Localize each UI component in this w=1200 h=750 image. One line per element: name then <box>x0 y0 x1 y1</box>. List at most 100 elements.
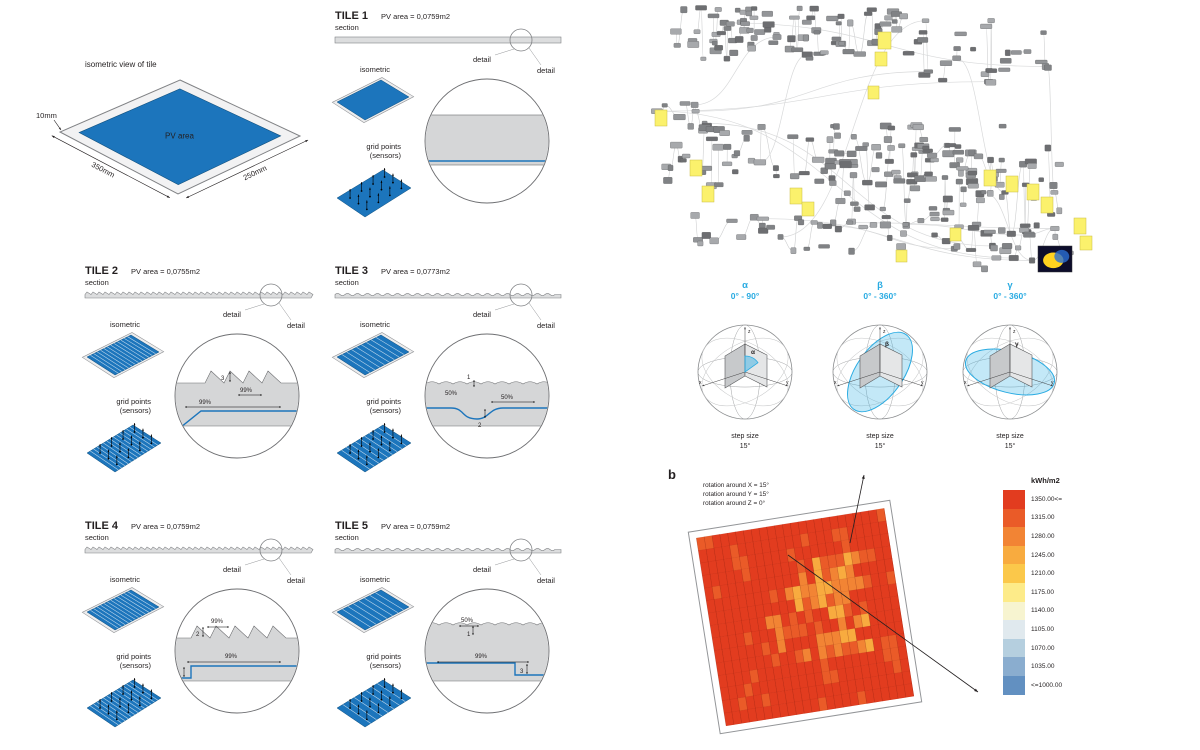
tile-grid-points-label: grid points(sensors) <box>335 142 401 160</box>
legend-row: 1210.00 <box>1003 564 1062 583</box>
step-size-value: 15° <box>1004 443 1016 450</box>
rotation-x-text: rotation around X = 15° <box>703 482 769 489</box>
tile-4-graphic: 99%299%3 <box>81 538 314 728</box>
legend-row: 1280.00 <box>1003 527 1062 546</box>
grid-points-line1: grid points <box>366 652 401 661</box>
tile-detail-label: detail <box>473 310 491 319</box>
tile-isometric-label: isometric <box>110 320 141 329</box>
svg-text:10mm: 10mm <box>36 111 57 120</box>
sphere-symbol: β <box>877 280 883 291</box>
sphere-range: 0° - 360° <box>863 291 897 301</box>
sphere-symbol: α <box>742 280 748 291</box>
grid-points-line1: grid points <box>366 397 401 406</box>
sphere-range: 0° - 360° <box>993 291 1027 301</box>
tile-pv-area: PV area = 0,0759m2 <box>381 12 451 21</box>
radiation-legend: kWh/m2 1350.00<= 1315.00 1280.00 1245.00 121… <box>1003 476 1062 695</box>
tile-detail-label: detail <box>473 55 491 64</box>
svg-text:z: z <box>1013 329 1016 335</box>
step-size-label: step size <box>866 433 894 440</box>
legend-label: 1245.00 <box>1031 551 1055 559</box>
legend-title: kWh/m2 <box>1031 476 1060 485</box>
legend-label: 1105.00 <box>1031 625 1055 633</box>
tile-detail-label: detail <box>473 565 491 574</box>
tile-detail-label: detail <box>223 565 241 574</box>
grid-points-line1: grid points <box>116 397 151 406</box>
legend-row: 1350.00<= <box>1003 490 1062 509</box>
svg-text:y: y <box>786 380 789 386</box>
svg-text:99%: 99% <box>225 654 238 660</box>
node-graph <box>651 5 1093 273</box>
svg-text:α: α <box>751 349 755 356</box>
tile-pv-area: PV area = 0,0759m2 <box>381 522 451 531</box>
sphere-gamma-header: γ 0° - 360° <box>945 280 1075 302</box>
tile-detail-label: detail <box>287 321 305 330</box>
grid-points-line2: (sensors) <box>369 406 401 415</box>
tile-pv-area: PV area = 0,0759m2 <box>131 522 201 531</box>
tile-isometric-label: isometric <box>110 575 141 584</box>
svg-text:x: x <box>699 380 702 386</box>
grid-points-line2: (sensors) <box>369 661 401 670</box>
legend-swatch <box>1003 508 1025 528</box>
legend-row: 1175.00 <box>1003 582 1062 602</box>
legend-label: <=1000.00 <box>1031 681 1063 689</box>
step-size-label: step size <box>996 433 1024 440</box>
tile-title: TILE 5 <box>335 520 369 532</box>
tile-isometric-label: isometric <box>360 65 391 74</box>
legend-row: 1140.00 <box>1003 601 1062 621</box>
svg-text:γ: γ <box>1015 341 1019 348</box>
grid-points-line1: grid points <box>116 652 151 661</box>
legend-row: 1315.00 <box>1003 508 1062 528</box>
sphere-symbol: γ <box>1007 280 1013 291</box>
tile-pv-area: PV area = 0,0773m2 <box>381 267 451 276</box>
legend-swatch <box>1003 564 1025 583</box>
svg-text:z: z <box>748 329 751 335</box>
tile-detail-label: detail <box>287 576 305 585</box>
legend-row: 1070.00 <box>1003 638 1062 658</box>
legend-swatch <box>1003 545 1025 565</box>
svg-text:PV area: PV area <box>165 132 194 141</box>
tile-2-graphic: 399%99% <box>81 283 314 473</box>
svg-text:z: z <box>883 329 886 335</box>
svg-text:β: β <box>885 341 889 348</box>
grid-points-line2: (sensors) <box>369 151 401 160</box>
tile-grid-points-label: grid points(sensors) <box>335 652 401 670</box>
svg-text:3: 3 <box>520 669 524 675</box>
svg-text:50%: 50% <box>461 618 474 624</box>
grid-points-line1: grid points <box>366 142 401 151</box>
tile-grid-points-label: grid points(sensors) <box>85 397 151 415</box>
svg-text:y: y <box>1051 380 1054 386</box>
tile-pv-area: PV area = 0,0755m2 <box>131 267 201 276</box>
legend-swatch <box>1003 675 1025 695</box>
svg-text:2: 2 <box>478 423 482 429</box>
step-size-value: 15° <box>739 443 751 450</box>
overview-title: isometric view of tile <box>85 60 157 69</box>
legend-swatch <box>1003 601 1025 621</box>
grid-points-line2: (sensors) <box>119 406 151 415</box>
legend-row: <=1000.00 <box>1003 675 1063 695</box>
tile-1-graphic <box>331 28 562 218</box>
tile-title: TILE 1 <box>335 10 369 22</box>
tile-title: TILE 3 <box>335 265 369 277</box>
tile-isometric-label: isometric <box>360 320 391 329</box>
tile-section-label: section <box>335 278 359 287</box>
legend-label: 1280.00 <box>1031 532 1055 540</box>
legend-label: 1350.00<= <box>1031 495 1063 503</box>
tile-section-label: section <box>335 23 359 32</box>
svg-text:99%: 99% <box>211 619 224 625</box>
svg-text:50%: 50% <box>445 391 458 397</box>
legend-swatch <box>1003 657 1025 676</box>
legend-row: 1035.00 <box>1003 657 1062 676</box>
legend-swatch <box>1003 638 1025 658</box>
tile-title: TILE 2 <box>85 265 119 277</box>
tile-isometric-label: isometric <box>360 575 391 584</box>
svg-text:x: x <box>834 380 837 386</box>
sphere-alpha-header: α 0° - 90° <box>680 280 810 302</box>
tile-detail-label: detail <box>223 310 241 319</box>
sphere-beta-step: step size 15° <box>815 432 945 452</box>
